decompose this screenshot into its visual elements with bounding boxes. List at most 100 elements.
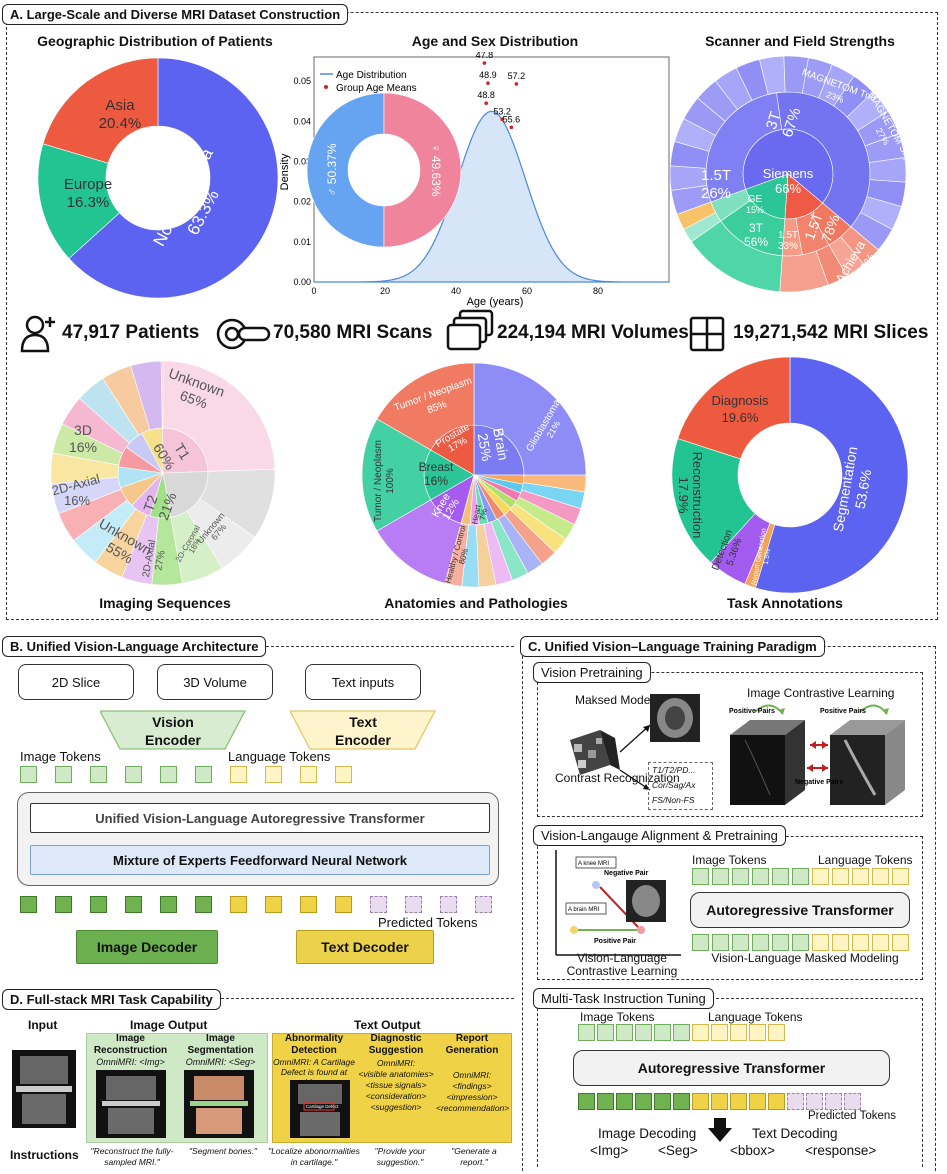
token (335, 896, 352, 913)
panel-a-title: A. Large-Scale and Diverse MRI Dataset C… (2, 4, 349, 25)
out-response: <response> (805, 1143, 877, 1158)
token (654, 1024, 671, 1041)
scan-outer-26 (676, 201, 717, 230)
token (55, 766, 72, 783)
anat-healthy-pct: 80% (457, 547, 470, 565)
contrast-opt-2: Cor/Sag/Ax (652, 780, 696, 790)
d-rep-line4: <recommendation> (436, 1103, 510, 1113)
token (711, 1024, 728, 1041)
image-decoding-label: Image Decoding (598, 1126, 697, 1141)
ge-15t: 1.5T (778, 230, 798, 241)
token (125, 896, 142, 913)
task-recon: Reconstruction (690, 452, 705, 539)
age-title: Age and Sex Distribution (411, 33, 579, 49)
slices-icon (689, 316, 725, 352)
age-mean-label: 48.9 (479, 70, 497, 80)
token (597, 1093, 614, 1110)
token (711, 1093, 728, 1110)
c-img-tokens-1: Image Tokens (692, 853, 767, 867)
age-xtick: 80 (593, 286, 603, 296)
token (654, 1093, 671, 1110)
token (768, 1093, 785, 1110)
scanner-icon (216, 318, 271, 350)
d-image-output-label: Image Output (130, 1018, 208, 1032)
input-2d-slice: 2D Slice (18, 664, 134, 700)
volumes-icon (446, 309, 494, 351)
age-mean-label: 55.6 (503, 114, 521, 124)
token (832, 934, 849, 951)
age-mean-point (509, 125, 514, 130)
d-rep-title: Report Generation (445, 1033, 499, 1056)
token (806, 1093, 823, 1110)
task-report-pct: 1.5% (763, 548, 773, 565)
token (90, 766, 107, 783)
d-seg-image (184, 1070, 254, 1138)
age-ytick: 0.02 (293, 197, 311, 207)
siemens-15t-pct: 26% (701, 185, 731, 202)
token (832, 868, 849, 885)
age-mean-point (482, 61, 487, 65)
sex-male-slice (306, 92, 385, 248)
panel-d-frame (6, 998, 514, 1171)
legend-means: Group Age Means (336, 83, 417, 94)
token (160, 766, 177, 783)
neg-pair-label: Negative Pair (604, 870, 649, 877)
token (692, 1093, 709, 1110)
token (692, 934, 709, 951)
age-xtick: 60 (522, 286, 532, 296)
token (265, 766, 282, 783)
anat-tumor2: Tumor / Neoplasm (373, 440, 384, 522)
d-q2: "Segment bones." (189, 1146, 257, 1156)
contrast-recog-label: Contrast Recognization (555, 771, 680, 785)
d-rep-line1: OmniMRI: (452, 1070, 492, 1080)
d-instructions-label: Instructions (10, 1148, 79, 1162)
d-recon-image (96, 1070, 166, 1138)
d-diag-line5: <suggestion> (370, 1102, 422, 1112)
vision-encoder-line1: Vision (152, 714, 194, 730)
text-encoder-line2: Encoder (334, 732, 391, 748)
stat-slices: 19,271,542 MRI Slices (733, 322, 929, 343)
down-arrow-icon (708, 1118, 732, 1142)
d-diag-line4: <consideration> (365, 1091, 427, 1101)
vision-encoder-shape (100, 710, 246, 750)
geo-value-asia: 20.4% (99, 115, 142, 132)
task-title: Task Annotations (727, 595, 843, 611)
token (160, 896, 177, 913)
token (732, 934, 749, 951)
token (852, 934, 869, 951)
age-mean-label: 47.8 (476, 52, 494, 60)
token (892, 934, 909, 951)
token (787, 1093, 804, 1110)
anat-breast-pct: 16% (424, 474, 448, 488)
age-xtick: 0 (311, 286, 316, 296)
d-rep-line2: <findings> (452, 1081, 492, 1091)
seq-t1: T1 (171, 440, 193, 463)
token (616, 1093, 633, 1110)
geo-label-asia: Asia (105, 97, 135, 114)
token (673, 1093, 690, 1110)
stat-scans: 70,580 MRI Scans (273, 322, 433, 343)
c-predicted-label: Predicted Tokens (808, 1110, 897, 1122)
text-encoder-line1: Text (349, 714, 377, 730)
anat-brain-pct: 25% (475, 432, 496, 462)
seq-axial2-pct: 27% (153, 550, 167, 572)
ge-label: GE (748, 194, 763, 205)
token (20, 766, 37, 783)
c-img-tokens-2: Image Tokens (580, 1010, 655, 1024)
token (405, 896, 422, 913)
token (195, 766, 212, 783)
token (55, 896, 72, 913)
brain-mri-label: A brain MRI (568, 907, 600, 913)
d-diag-line2: <visible anatomies> (358, 1069, 434, 1079)
seq-mid-unk (162, 360, 276, 472)
token (749, 1093, 766, 1110)
text-decoder-box: Text Decoder (296, 930, 434, 964)
task-slice-4 (677, 356, 791, 460)
b-moe-box: Mixture of Experts Feedforward Neural Ne… (30, 845, 490, 875)
age-mean-point (486, 81, 490, 85)
token (597, 1024, 614, 1041)
neg-pairs-label: Negative Pairs (795, 779, 843, 786)
c-art-box-1: Autoregressive Transformer (690, 892, 910, 928)
siemens-label: Siemens (763, 166, 814, 181)
